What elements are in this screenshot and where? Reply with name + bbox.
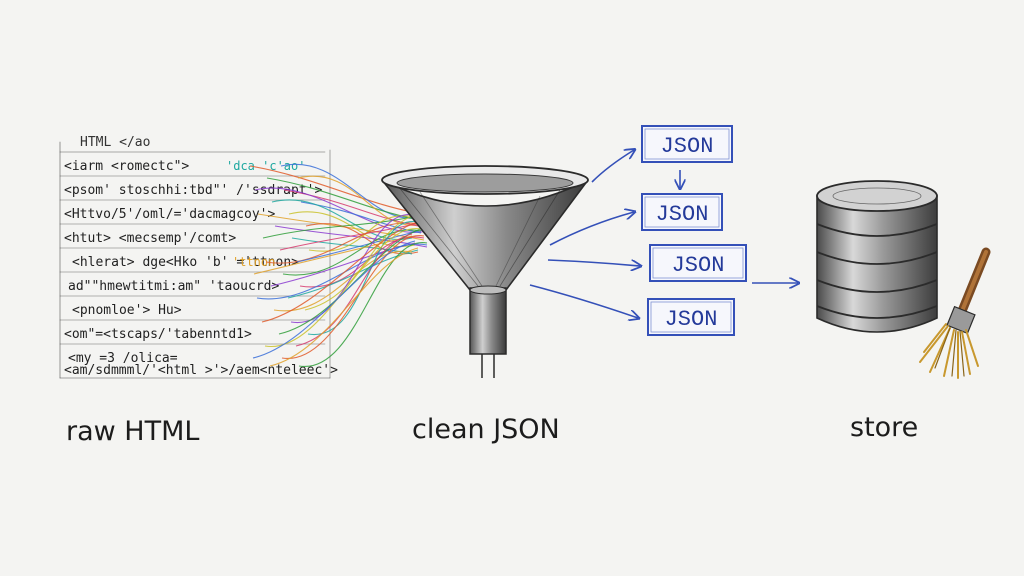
data-strand <box>304 212 422 311</box>
data-strand <box>254 187 428 233</box>
caption-clean-json: clean JSON <box>412 414 560 445</box>
data-strand <box>269 247 419 367</box>
data-strand <box>295 233 413 347</box>
data-strand <box>265 222 419 264</box>
data-strand <box>280 163 422 219</box>
arrow-to-json-3 <box>547 259 640 266</box>
json-box-label: JSON <box>665 307 718 332</box>
data-strand <box>273 250 413 312</box>
data-strand <box>298 242 428 367</box>
json-box-label: JSON <box>656 202 709 227</box>
data-strand <box>261 219 425 323</box>
code-line: <psom' stoschhi:tbd"' /'ssdrapt'> <box>64 183 322 198</box>
arrow-to-json-2 <box>549 212 634 246</box>
data-strand <box>281 235 425 359</box>
code-line: <pnomloe'> Hu> <box>72 303 182 318</box>
data-strand <box>264 228 422 347</box>
raw-html-header: HTML </ao <box>80 135 150 150</box>
brush-icon <box>919 247 991 379</box>
data-strand <box>266 177 416 220</box>
stray-code-label: 'ttnon <box>232 255 275 269</box>
code-line: ad""hmewtitmi:am" 'taoucrd> <box>68 279 279 294</box>
data-strands <box>249 163 428 367</box>
data-strand <box>297 175 425 226</box>
database-icon <box>816 180 938 333</box>
code-line: <iarm <romectc"> <box>64 159 189 174</box>
json-box-label: JSON <box>661 134 714 159</box>
code-line: <htut> <mecsemp'/comt> <box>64 231 236 246</box>
json-box: JSON <box>641 193 723 231</box>
arrow-to-json-4 <box>529 284 638 318</box>
code-line: <am/sdmmml/'<html >'>/aem<nteleec'> <box>64 363 338 378</box>
stray-code-label: 'dca 'c'ao' <box>226 159 305 173</box>
code-line: <my =3 /olica= <box>68 351 178 366</box>
json-box: JSON <box>641 125 733 163</box>
data-strand <box>307 221 419 335</box>
raw-html-sheet: HTML </ao <iarm <romectc"> <psom' stosch… <box>59 135 338 379</box>
data-strand <box>305 223 419 255</box>
caption-store: store <box>850 412 918 443</box>
json-box: JSON <box>647 298 735 336</box>
data-strand <box>252 240 416 359</box>
json-box-label: JSON <box>672 253 725 278</box>
code-line: <om"=<tscaps/'tabenntd1> <box>64 327 252 342</box>
json-box: JSON <box>649 244 747 282</box>
flow-arrows <box>529 150 798 318</box>
data-strand <box>271 199 413 241</box>
arrow-to-json-1 <box>591 150 634 183</box>
funnel-icon <box>381 165 589 378</box>
data-strand <box>253 235 413 275</box>
data-strand <box>249 165 413 213</box>
code-line: <hlerat> dge<Hko 'b' ='ttnon> <box>72 255 299 270</box>
data-strand <box>262 214 422 239</box>
code-line: <Httvo/5'/oml/='dacmagcoy'> <box>64 207 275 222</box>
caption-raw-html: raw HTML <box>66 416 199 447</box>
